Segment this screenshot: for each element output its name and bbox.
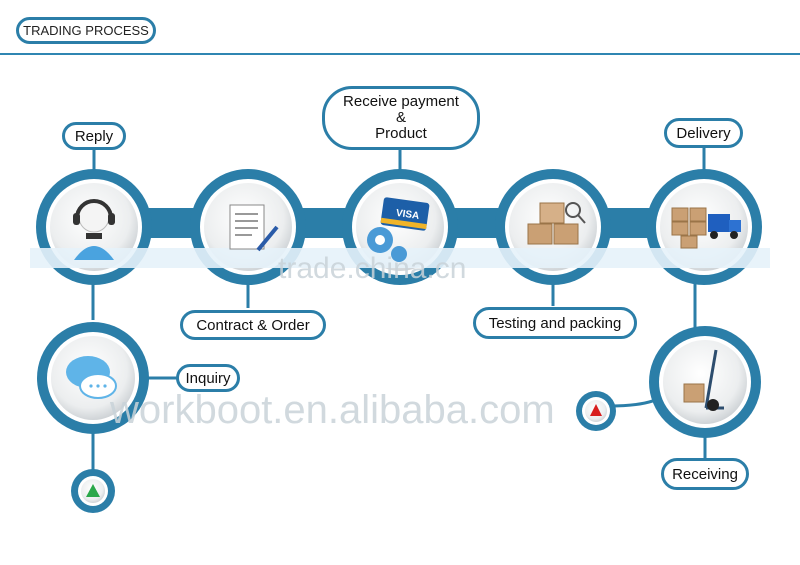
step-label-inquiry: Inquiry — [176, 364, 240, 392]
payment-line-2: & — [395, 109, 406, 126]
page-title: TRADING PROCESS — [16, 17, 156, 44]
hand-truck-icon — [683, 349, 724, 411]
red-triangle-icon — [590, 404, 602, 416]
truck-boxes-icon — [671, 207, 741, 249]
step-label-receive-payment: Receive payment & Product — [322, 86, 480, 150]
svg-text:VISA: VISA — [395, 208, 420, 222]
visa-card-gears-icon: VISA — [367, 197, 430, 262]
box-inspection-icon — [527, 202, 586, 245]
green-triangle-icon — [86, 484, 100, 497]
payment-line-3: Product — [375, 125, 427, 142]
watermark-alibaba: workboot.en.alibaba.com — [110, 388, 555, 432]
document-pen-icon — [229, 204, 279, 252]
header-divider — [0, 53, 800, 55]
step-label-contract-order: Contract & Order — [180, 310, 326, 340]
headset-operator-icon — [73, 199, 115, 260]
step-label-reply: Reply — [62, 122, 126, 150]
step-label-testing-packing: Testing and packing — [473, 307, 637, 339]
step-label-delivery: Delivery — [664, 118, 743, 148]
payment-line-1: Receive payment — [343, 93, 459, 110]
speech-bubble-icon — [66, 356, 117, 399]
watermark-trade-china: trade.china.cn — [278, 252, 467, 285]
step-label-receiving: Receiving — [661, 458, 749, 490]
